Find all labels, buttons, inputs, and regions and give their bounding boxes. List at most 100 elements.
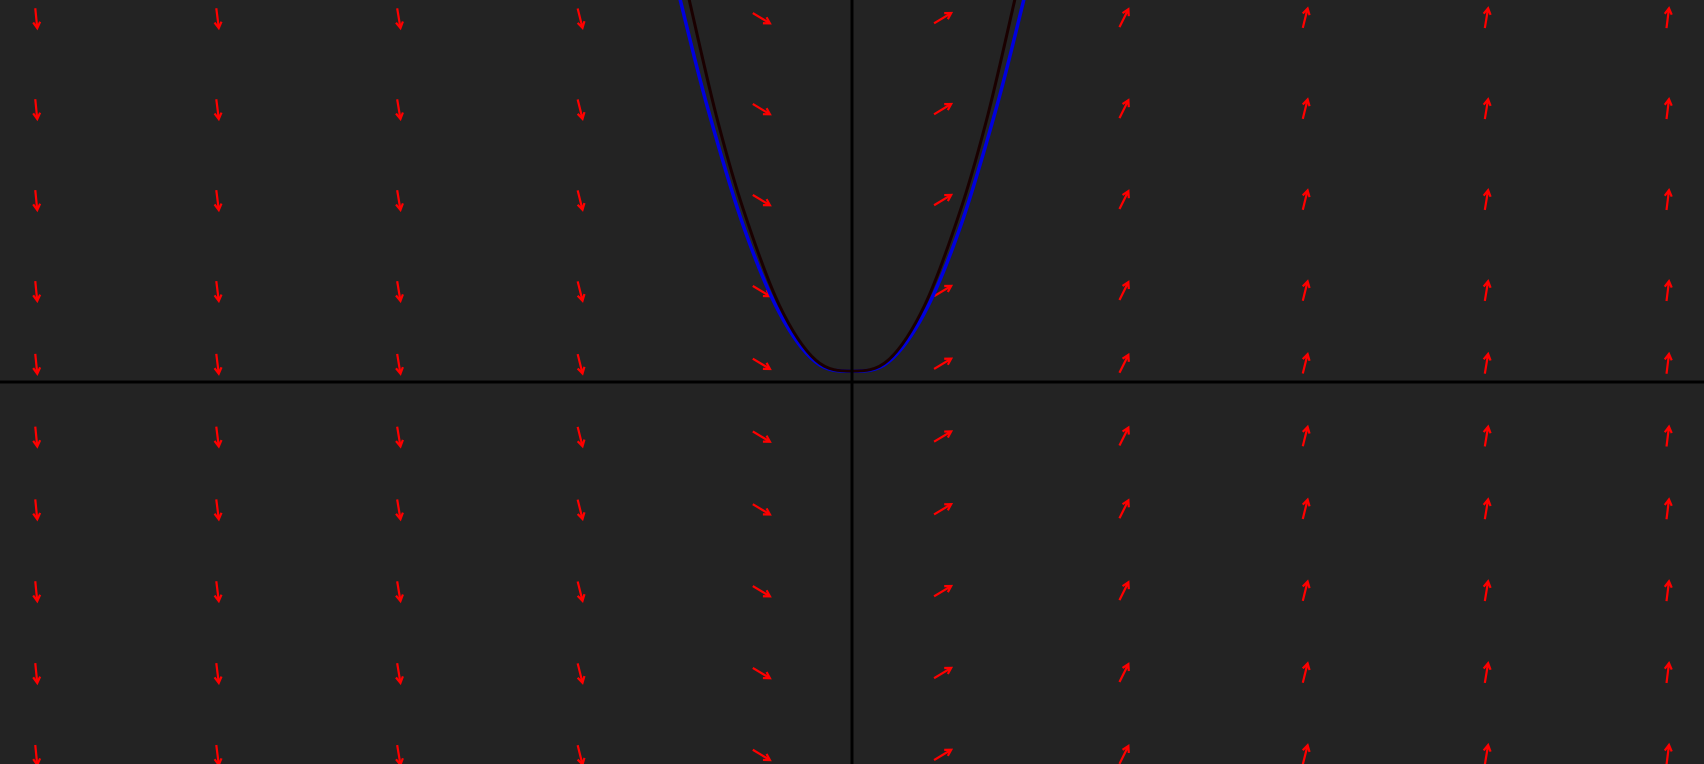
slope-arrow-head — [1301, 579, 1311, 589]
slope-arrow — [576, 99, 586, 121]
slope-arrow-shaft — [933, 357, 952, 370]
slope-arrow-head — [762, 107, 772, 116]
slope-arrow-head — [395, 293, 404, 304]
slope-arrow-head — [32, 594, 42, 604]
slope-arrow-shaft — [215, 662, 220, 684]
slope-arrow-head — [1482, 742, 1492, 752]
slope-arrow-shaft — [1483, 353, 1490, 374]
slope-arrow — [1482, 424, 1492, 447]
slope-arrow-head — [213, 112, 223, 122]
slope-arrow-shaft — [34, 280, 39, 302]
slope-arrow-shaft — [215, 426, 220, 447]
slope-arrow — [1118, 352, 1130, 374]
slope-arrow-head — [576, 675, 586, 685]
slope-arrow — [933, 503, 954, 516]
slope-arrow — [213, 426, 223, 449]
slope-arrow — [1482, 279, 1492, 302]
slope-arrow-shaft — [1483, 99, 1490, 120]
slope-arrow-shaft — [1665, 662, 1671, 684]
slope-arrow — [576, 426, 586, 449]
slope-arrow-head — [944, 357, 954, 366]
slope-arrow-shaft — [1483, 8, 1490, 29]
slope-arrow-head — [213, 294, 223, 304]
slope-arrow-head — [576, 20, 586, 31]
slope-arrow — [1482, 97, 1492, 120]
slope-arrow-head — [762, 589, 772, 598]
slope-arrow — [395, 663, 404, 686]
slope-arrow-head — [944, 284, 954, 293]
slope-arrow-shaft — [396, 426, 402, 447]
slope-arrow-shaft — [396, 281, 402, 302]
slope-arrow — [1118, 189, 1130, 210]
slope-arrow — [1663, 6, 1673, 29]
slope-arrow-head — [32, 439, 42, 449]
slope-arrow-shaft — [752, 357, 771, 370]
slope-arrow — [752, 503, 772, 516]
slope-arrow-shaft — [1301, 353, 1309, 374]
slope-arrow-head — [576, 512, 586, 522]
slope-arrow-head — [576, 366, 586, 376]
slope-arrow-head — [32, 112, 42, 122]
slope-arrow-head — [1121, 425, 1130, 435]
slope-arrow-head — [213, 366, 223, 376]
slope-arrow-shaft — [752, 193, 771, 207]
slope-arrow-shaft — [215, 99, 220, 120]
slope-arrow — [1301, 424, 1311, 447]
slope-arrow-head — [213, 203, 223, 213]
slope-arrow — [1301, 579, 1311, 602]
slope-arrow — [32, 426, 42, 449]
slope-arrow — [1118, 498, 1130, 519]
slope-arrow-head — [576, 293, 586, 303]
slope-arrow — [576, 281, 586, 303]
slope-arrow-shaft — [752, 585, 771, 598]
slope-arrow-head — [1121, 7, 1130, 17]
slope-arrow — [933, 284, 954, 298]
slope-arrow-head — [1482, 579, 1492, 589]
slope-arrow-shaft — [1118, 745, 1130, 764]
slope-arrow-head — [1301, 743, 1311, 753]
slope-arrow-shaft — [1118, 99, 1130, 119]
slope-arrow-head — [1663, 278, 1673, 289]
slope-arrow-head — [944, 102, 954, 111]
slope-arrow-shaft — [1118, 581, 1130, 601]
slope-arrow — [32, 744, 42, 764]
slope-arrow-shaft — [396, 663, 402, 684]
slope-arrow — [933, 11, 954, 25]
slope-arrow-shaft — [34, 190, 39, 211]
slope-arrow-shaft — [34, 662, 39, 684]
slope-arrow-head — [1301, 497, 1311, 507]
slope-arrow-shaft — [215, 744, 220, 764]
slope-arrow-head — [1663, 97, 1673, 107]
slope-arrow-shaft — [396, 99, 402, 120]
slope-arrow-head — [762, 753, 772, 762]
slope-arrow — [752, 103, 772, 116]
slope-arrow-head — [32, 203, 42, 213]
slope-arrow-head — [1121, 352, 1130, 362]
slope-arrow-head — [32, 676, 42, 686]
slope-arrow-shaft — [933, 284, 952, 298]
slope-arrow — [1663, 187, 1673, 211]
slope-arrow-head — [1121, 662, 1130, 672]
slope-arrow-head — [944, 193, 954, 202]
slope-arrow-shaft — [1301, 99, 1309, 120]
slope-arrow — [213, 353, 223, 376]
slope-arrow-head — [944, 430, 954, 439]
slope-arrow — [576, 353, 586, 376]
slope-arrow-shaft — [1301, 663, 1309, 684]
slope-arrow-head — [944, 584, 954, 593]
slope-arrow-shaft — [215, 280, 220, 302]
slope-arrow-head — [32, 21, 42, 31]
slope-arrow-shaft — [215, 8, 220, 29]
slope-arrow — [1301, 351, 1311, 374]
slope-arrow — [576, 744, 586, 764]
slope-arrow-shaft — [933, 748, 952, 762]
slope-arrow — [1301, 188, 1311, 211]
slope-arrow — [395, 581, 404, 604]
slope-arrow-shaft — [1301, 499, 1309, 520]
slope-arrow — [213, 280, 223, 304]
slope-arrow-head — [762, 671, 772, 680]
slope-arrow — [32, 280, 42, 304]
slope-arrow — [213, 8, 223, 31]
slope-arrow-shaft — [752, 12, 771, 25]
slope-arrow-shaft — [1118, 427, 1130, 447]
